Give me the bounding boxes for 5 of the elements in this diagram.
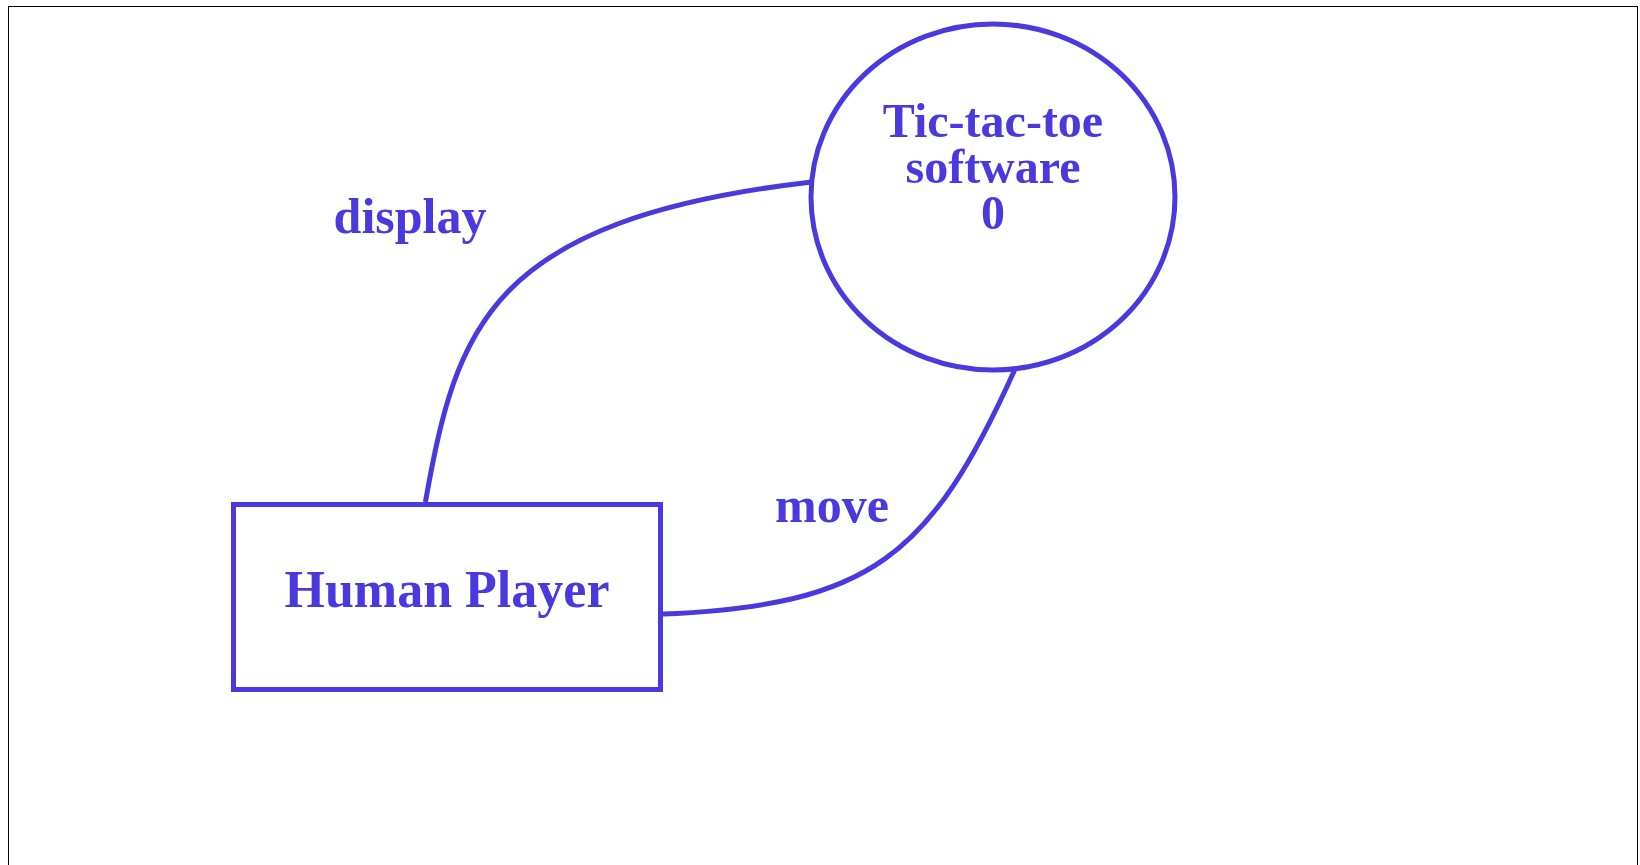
entity-box bbox=[231, 502, 663, 692]
process-circle bbox=[808, 21, 1178, 373]
process-name: Tic-tac-toe software bbox=[881, 98, 1105, 190]
process-number: 0 bbox=[980, 190, 1006, 236]
entity-name: Human Player bbox=[284, 562, 610, 618]
